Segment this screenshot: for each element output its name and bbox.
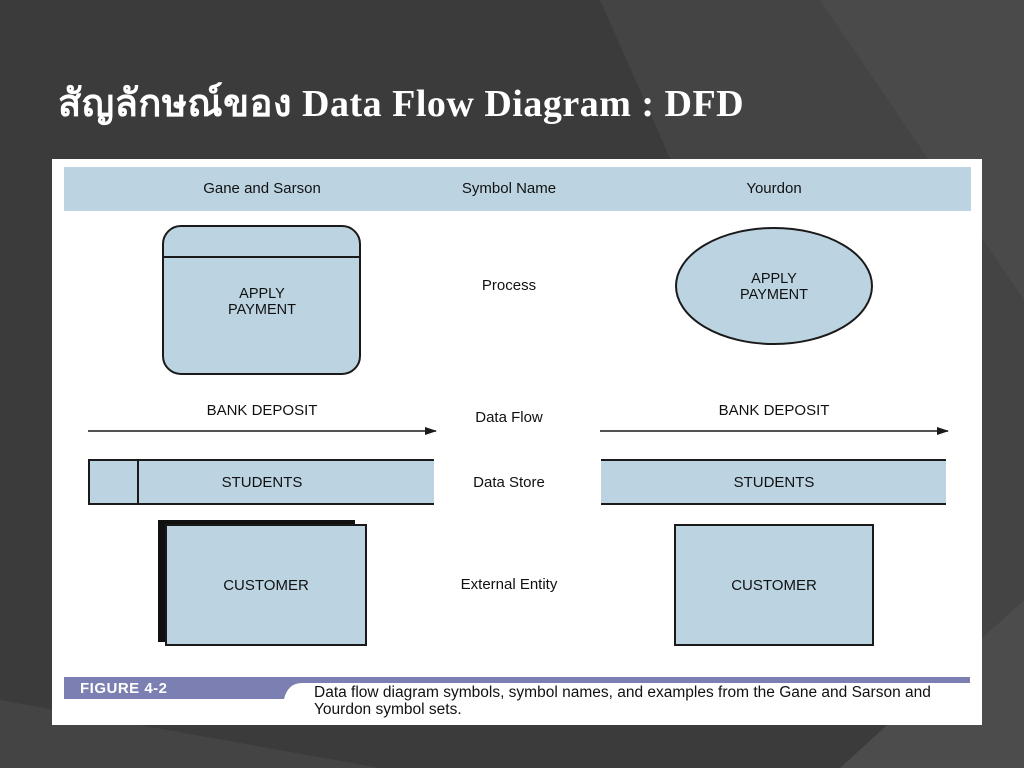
data-store-gane-sarson-label: STUDENTS (222, 474, 303, 491)
dfd-figure: Gane and Sarson Symbol Name Yourdon APPL… (52, 159, 982, 725)
slide-title: สัญลักษณ์ของ Data Flow Diagram : DFD (58, 83, 745, 125)
external-entity-gane-sarson-label: CUSTOMER (223, 577, 309, 594)
data-flow-gane-sarson-symbol: BANK DEPOSIT (88, 402, 437, 435)
external-entity-gane-sarson-symbol: CUSTOMER (158, 520, 367, 646)
header-yourdon: Yourdon (746, 180, 801, 197)
external-entity-yourdon-symbol: CUSTOMER (674, 524, 874, 646)
symbol-name-process: Process (482, 277, 536, 294)
data-store-yourdon-label: STUDENTS (734, 474, 815, 491)
figure-caption: Data flow diagram symbols, symbol names,… (314, 684, 931, 718)
data-flow-yourdon-label: BANK DEPOSIT (719, 402, 830, 419)
symbol-name-data-store: Data Store (473, 474, 545, 491)
symbol-name-data-flow: Data Flow (475, 409, 543, 426)
figure-number-label: FIGURE 4-2 (80, 680, 168, 697)
header-gane-sarson: Gane and Sarson (203, 180, 321, 197)
process-gane-sarson-label-line1: APPLY (239, 286, 285, 302)
data-store-yourdon-symbol: STUDENTS (601, 459, 946, 505)
data-flow-yourdon-symbol: BANK DEPOSIT (600, 402, 949, 435)
header-symbol-name: Symbol Name (462, 180, 556, 197)
caption-band (64, 677, 970, 699)
data-store-gane-sarson-symbol: STUDENTS (88, 459, 434, 505)
symbol-name-external-entity: External Entity (461, 576, 558, 593)
header-band (64, 167, 971, 211)
process-yourdon-label-line2: PAYMENT (740, 287, 808, 303)
data-flow-gane-sarson-label: BANK DEPOSIT (207, 402, 318, 419)
dfd-symbols-diagram: Gane and Sarson Symbol Name Yourdon APPL… (64, 167, 971, 699)
external-entity-yourdon-label: CUSTOMER (731, 577, 817, 594)
process-gane-sarson-symbol: APPLY PAYMENT (162, 225, 361, 375)
process-yourdon-label-line1: APPLY (751, 271, 797, 287)
process-yourdon-symbol: APPLY PAYMENT (675, 227, 873, 345)
process-gane-sarson-label-line2: PAYMENT (228, 302, 296, 318)
